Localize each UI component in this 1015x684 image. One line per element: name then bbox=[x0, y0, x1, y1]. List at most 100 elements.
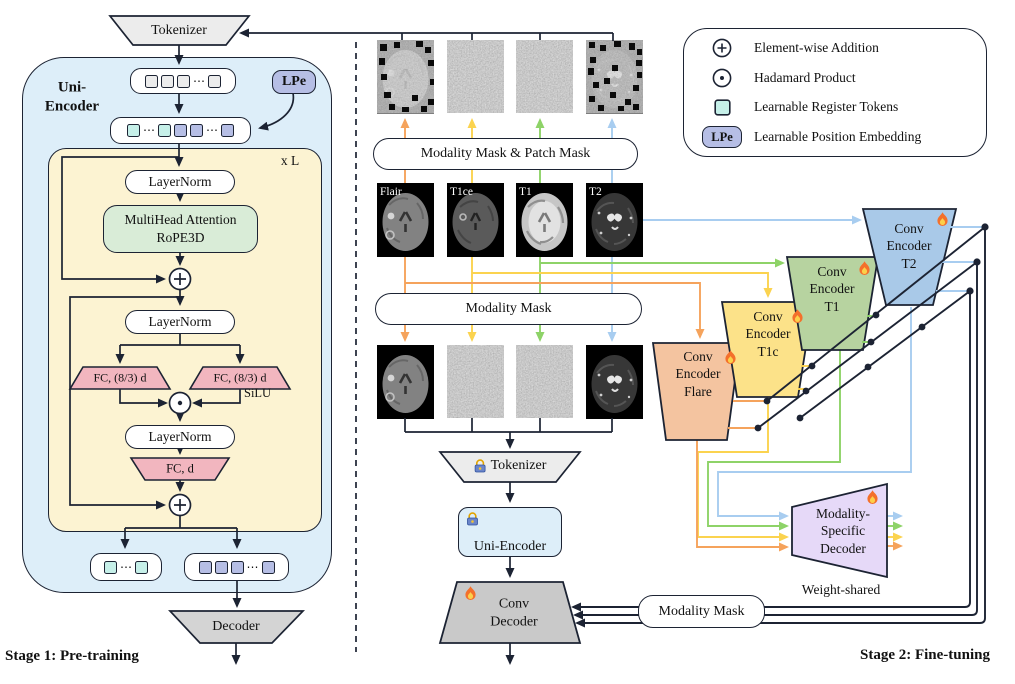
enc-t1c-line2: Encoder bbox=[745, 326, 791, 342]
modality-label-t1ce: T1ce bbox=[450, 186, 473, 198]
stage2-center-wires bbox=[404, 418, 613, 665]
legend-item-addition: Element-wise Addition bbox=[690, 33, 980, 62]
trainable-flame-icon bbox=[792, 309, 803, 323]
fc-out-trapezoid bbox=[129, 457, 231, 481]
modality-image-row bbox=[375, 181, 644, 259]
layernorm-label: LayerNorm bbox=[148, 174, 212, 189]
patch-token bbox=[261, 560, 275, 574]
modality-mask-box: Modality Mask bbox=[375, 293, 642, 325]
uni-encoder2-box: Uni-Encoder bbox=[458, 507, 562, 557]
tokenizer-trapezoid bbox=[108, 15, 251, 46]
output-register-token-row: ⋯ bbox=[90, 553, 162, 581]
patch-token bbox=[221, 124, 234, 137]
enc-flare-line1: Conv bbox=[683, 349, 713, 365]
decoder-modality-mask-label: Modality Mask bbox=[658, 603, 745, 619]
modality-label-flair: Flair bbox=[380, 186, 402, 198]
weight-shared-label: Weight-shared bbox=[801, 582, 881, 597]
fc-gate-left-trapezoid bbox=[68, 366, 172, 390]
silu-label: SiLU bbox=[244, 386, 272, 400]
conv-encoder-t1c-label: Conv Encoder T1c bbox=[746, 308, 791, 360]
lpe-legend-chip: LPe bbox=[702, 126, 742, 149]
output-patch-token-row: ⋯ bbox=[184, 553, 289, 581]
add-operator-1 bbox=[168, 267, 192, 291]
enc-t1c-line3: T1c bbox=[757, 343, 779, 359]
modality-masked-row bbox=[375, 343, 644, 421]
enc-t2-line1: Conv bbox=[894, 221, 924, 237]
stage1-title: Stage 1: Pre-training bbox=[5, 648, 139, 664]
enc-flare-line3: Flare bbox=[684, 383, 712, 399]
tokenizer2-label: Tokenizer bbox=[474, 458, 547, 474]
frozen-lock-icon bbox=[467, 512, 478, 526]
patch-token bbox=[198, 560, 212, 574]
hadamard-operator bbox=[168, 391, 192, 415]
conv-encoder-flare-trapezoid bbox=[651, 342, 742, 441]
enc-t1-line1: Conv bbox=[817, 264, 847, 280]
layernorm-box-2: LayerNorm bbox=[125, 310, 235, 334]
patch-token bbox=[214, 560, 228, 574]
patch-token bbox=[208, 74, 221, 88]
modality-mask-label: Modality Mask bbox=[465, 301, 552, 316]
layernorm-box-1: LayerNorm bbox=[125, 170, 235, 194]
conv-encoder-flare-label: Conv Encoder Flare bbox=[676, 348, 721, 400]
mha-label-line1: MultiHead Attention bbox=[124, 212, 237, 228]
enc-flare-line2: Encoder bbox=[675, 366, 721, 382]
stage2-title: Stage 2: Fine-tuning bbox=[859, 647, 990, 663]
enc-t2-line3: T2 bbox=[901, 255, 917, 271]
tokenizer-label: Tokenizer bbox=[151, 23, 207, 38]
conv-encoder-t2-trapezoid bbox=[861, 208, 958, 306]
legend-label: Learnable Position Embedding bbox=[754, 129, 922, 145]
uni-encoder-title-line1: Uni- bbox=[57, 79, 87, 96]
patch-token bbox=[145, 74, 158, 88]
trainable-flame-icon bbox=[867, 490, 878, 504]
patch-token bbox=[161, 74, 174, 88]
uni-encoder2-label: Uni-Encoder bbox=[473, 539, 547, 554]
register-token-icon bbox=[690, 99, 754, 116]
embedded-token-row: ⋯ ⋯ bbox=[110, 117, 251, 144]
layernorm-box-3: LayerNorm bbox=[125, 425, 235, 449]
msd-line2: Specific bbox=[820, 523, 866, 539]
token-ellipsis: ⋯ bbox=[143, 123, 155, 137]
decoder-trapezoid bbox=[168, 610, 306, 644]
patch-token bbox=[177, 74, 190, 88]
enc-t1-line2: Encoder bbox=[809, 281, 855, 297]
legend-item-lpe: LPe Learnable Position Embedding bbox=[690, 123, 980, 152]
circle-dot-icon bbox=[690, 68, 754, 88]
decoder-modality-mask-box: Modality Mask bbox=[638, 595, 765, 628]
enc-t2-line2: Encoder bbox=[886, 238, 932, 254]
conv-decoder-line1: Conv bbox=[498, 596, 530, 612]
fc-gate-right-label: FC, (8/3) d bbox=[213, 370, 267, 385]
legend-label: Hadamard Product bbox=[754, 69, 856, 85]
legend-label: Learnable Register Tokens bbox=[754, 99, 899, 115]
patch-token bbox=[190, 124, 203, 137]
conv-encoder-t2-label: Conv Encoder T2 bbox=[887, 220, 932, 272]
register-token bbox=[104, 560, 117, 574]
msd-line3: Decoder bbox=[820, 540, 866, 556]
patch-token bbox=[230, 560, 244, 574]
conv-decoder-line2: Decoder bbox=[490, 614, 538, 629]
layernorm-label: LayerNorm bbox=[148, 314, 212, 329]
multihead-attention-box: MultiHead Attention RoPE3D bbox=[103, 205, 258, 253]
enc-t1c-line1: Conv bbox=[753, 309, 783, 325]
fc-gate-right-trapezoid bbox=[188, 366, 292, 390]
frozen-lock-icon bbox=[474, 459, 486, 473]
register-token bbox=[158, 124, 171, 137]
trainable-flame-icon bbox=[859, 261, 870, 275]
trainable-flame-icon bbox=[937, 212, 948, 226]
modality-specific-decoder-shape bbox=[791, 482, 888, 579]
tokenizer2-text: Tokenizer bbox=[490, 458, 547, 473]
tokenizer2-trapezoid bbox=[438, 451, 582, 483]
trainable-flame-icon bbox=[465, 586, 476, 600]
decoder-label: Decoder bbox=[212, 619, 260, 634]
modality-patch-mask-label: Modality Mask & Patch Mask bbox=[420, 146, 591, 161]
patch-token bbox=[174, 124, 187, 137]
fc-gate-left-label: FC, (8/3) d bbox=[93, 370, 147, 385]
circle-plus-icon bbox=[690, 38, 754, 58]
modality-patch-mask-box: Modality Mask & Patch Mask bbox=[373, 138, 638, 170]
input-token-row: ⋯ bbox=[130, 68, 236, 94]
repeat-count-label: x L bbox=[280, 153, 300, 168]
lpe-label: LPe bbox=[281, 74, 307, 89]
msd-line1: Modality- bbox=[816, 506, 870, 522]
token-ellipsis: ⋯ bbox=[246, 559, 259, 574]
